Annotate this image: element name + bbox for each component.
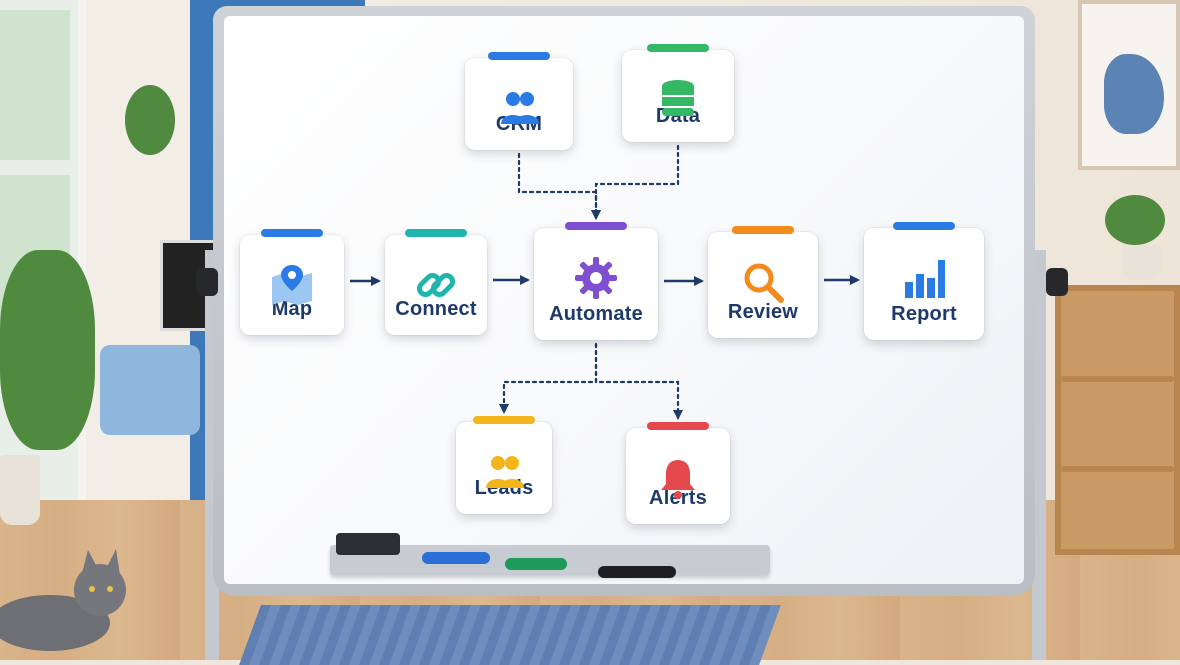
- node-automate-tab: [565, 222, 627, 230]
- stand-knob-right: [1046, 268, 1068, 296]
- marker-green: [505, 558, 567, 570]
- node-connect-label: Connect: [395, 298, 477, 320]
- plant-pot: [0, 455, 40, 525]
- edge-automate-to-leads: [499, 342, 598, 414]
- art-shape: [1104, 54, 1164, 134]
- node-report[interactable]: Report: [864, 222, 984, 340]
- node-data[interactable]: Data: [622, 44, 734, 142]
- edge-crm-to-automate: [517, 152, 601, 220]
- bell-icon: [661, 460, 695, 499]
- stand-knob-left: [196, 268, 218, 296]
- database-icon: [662, 80, 694, 116]
- node-connect[interactable]: Connect: [385, 229, 487, 335]
- chair: [100, 345, 200, 435]
- bar-chart-icon: [905, 260, 945, 298]
- node-alerts[interactable]: Alerts: [626, 422, 730, 524]
- stand-leg-right: [1032, 250, 1046, 660]
- edge-automate-to-alerts: [594, 342, 683, 420]
- marker-black: [598, 566, 676, 578]
- wall-art: [1078, 0, 1180, 170]
- node-report-label: Report: [891, 303, 957, 325]
- shelf-board: [1061, 466, 1174, 472]
- magnifier-icon: [744, 263, 784, 303]
- node-crm-tab: [488, 52, 550, 60]
- node-map-tab: [261, 229, 323, 237]
- plant-pot: [1122, 245, 1162, 280]
- node-review[interactable]: Review: [708, 226, 818, 338]
- node-leads[interactable]: Leads: [456, 416, 552, 514]
- node-report-tab: [893, 222, 955, 230]
- bookshelf: [1055, 285, 1180, 555]
- node-alerts-tab: [647, 422, 709, 430]
- window-pane: [0, 10, 70, 160]
- node-review-label: Review: [727, 301, 799, 323]
- gear-icon: [575, 257, 617, 299]
- node-map[interactable]: Map: [240, 229, 344, 335]
- node-connect-tab: [405, 229, 467, 237]
- node-data-tab: [647, 44, 709, 52]
- node-automate[interactable]: Automate: [534, 222, 658, 340]
- shelf-board: [1061, 376, 1174, 382]
- cat: [0, 549, 126, 651]
- map-pin-icon: [272, 265, 312, 305]
- users-icon: [486, 456, 524, 488]
- edge-data-to-automate: [591, 144, 680, 220]
- users-icon: [501, 92, 539, 124]
- node-leads-tab: [473, 416, 535, 424]
- node-review-tab: [732, 226, 794, 234]
- node-crm[interactable]: CRM: [465, 52, 573, 150]
- plant: [1105, 195, 1165, 245]
- link-icon: [416, 272, 456, 298]
- eraser: [336, 533, 400, 555]
- node-automate-label: Automate: [549, 303, 643, 325]
- marker-blue: [422, 552, 490, 564]
- plant: [0, 250, 95, 450]
- hanging-plant: [125, 85, 175, 155]
